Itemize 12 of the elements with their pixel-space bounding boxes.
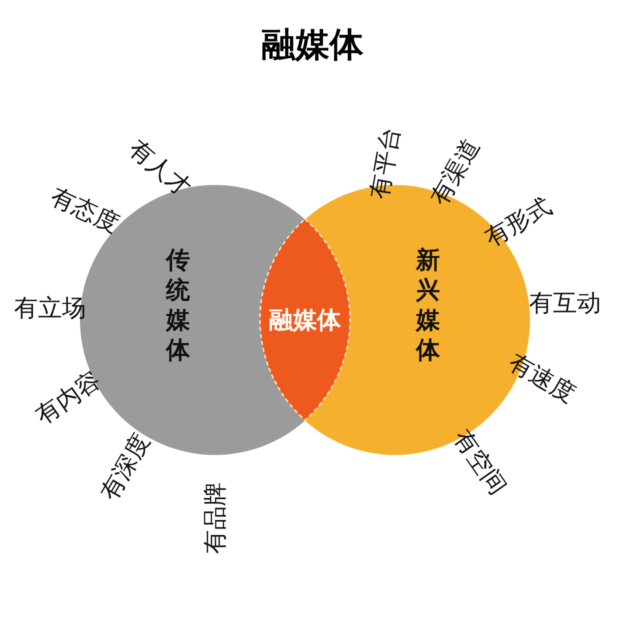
side-label: 有平台: [364, 124, 406, 202]
diagram-title: 融媒体: [260, 24, 364, 67]
node-label: 传统媒体: [165, 245, 191, 365]
side-label: 有速度: [502, 346, 582, 410]
side-label: 有人才: [122, 133, 198, 204]
side-label: 有空间: [446, 423, 514, 501]
side-label: 有立场: [14, 293, 86, 324]
node-label: 融媒体: [268, 304, 342, 336]
side-label: 有互动: [529, 288, 601, 319]
side-label: 有品牌: [200, 482, 230, 554]
side-label: 有态度: [46, 181, 124, 240]
node-label: 新兴媒体: [415, 245, 441, 365]
